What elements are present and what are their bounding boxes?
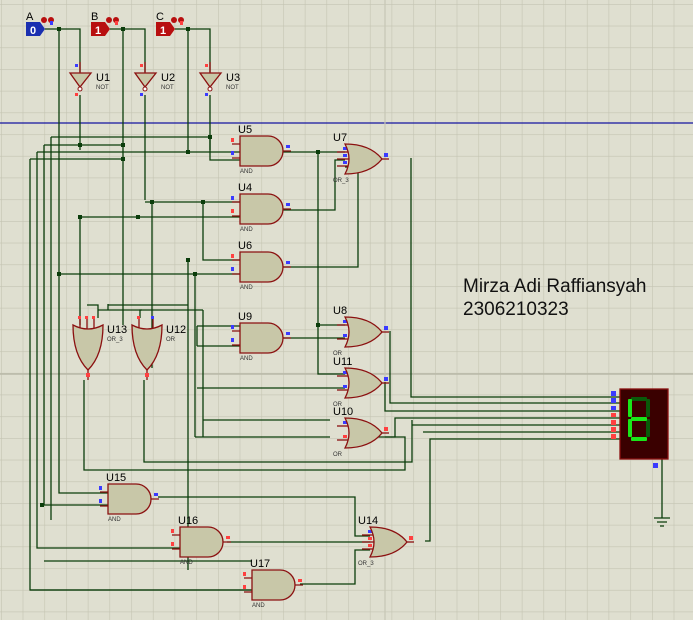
svg-text:U8: U8 [333, 305, 347, 317]
svg-text:U5: U5 [238, 124, 252, 136]
svg-text:NOT: NOT [161, 85, 174, 91]
svg-text:AND: AND [180, 560, 193, 566]
svg-text:U12: U12 [166, 324, 186, 336]
author-id: 2306210323 [463, 299, 569, 320]
svg-text:U2: U2 [161, 72, 175, 84]
svg-text:U6: U6 [238, 240, 252, 252]
svg-text:B: B [91, 11, 98, 23]
svg-text:OR_3: OR_3 [107, 337, 123, 343]
svg-text:U3: U3 [226, 72, 240, 84]
segment-f [628, 399, 632, 417]
seven-segment-display [611, 388, 669, 468]
svg-text:OR_3: OR_3 [358, 561, 374, 567]
svg-text:U17: U17 [250, 558, 270, 570]
segment-a [631, 397, 647, 401]
segment-c [646, 419, 650, 437]
svg-text:OR: OR [166, 337, 176, 343]
svg-text:AND: AND [252, 603, 265, 609]
svg-text:C: C [156, 11, 164, 23]
segment-d [631, 437, 647, 441]
logic-state-input-a[interactable]: 0 A [26, 11, 54, 37]
segment-e [628, 419, 632, 437]
svg-text:OR: OR [333, 402, 343, 408]
segment-b [646, 399, 650, 417]
svg-text:U14: U14 [358, 515, 378, 527]
svg-text:1: 1 [95, 25, 101, 37]
svg-text:U15: U15 [106, 472, 126, 484]
svg-text:AND: AND [240, 227, 253, 233]
svg-text:AND: AND [240, 356, 253, 362]
segment-g [631, 417, 647, 421]
svg-text:OR: OR [333, 351, 343, 357]
svg-text:U16: U16 [178, 515, 198, 527]
svg-text:AND: AND [108, 517, 121, 523]
svg-text:U11: U11 [333, 356, 352, 368]
svg-text:U10: U10 [333, 406, 353, 418]
svg-text:U4: U4 [238, 182, 252, 194]
svg-text:U9: U9 [238, 311, 252, 323]
svg-text:NOT: NOT [226, 85, 239, 91]
svg-text:U1: U1 [96, 72, 110, 84]
svg-text:U13: U13 [107, 324, 127, 336]
svg-text:AND: AND [240, 169, 253, 175]
junctions [40, 27, 320, 507]
svg-text:OR_3: OR_3 [333, 178, 349, 184]
logic-state-input-b[interactable]: 1 B [91, 11, 119, 37]
svg-text:NOT: NOT [96, 85, 109, 91]
author-name: Mirza Adi Raffiansyah [463, 276, 647, 297]
svg-text:OR: OR [333, 452, 343, 458]
svg-text:U7: U7 [333, 132, 347, 144]
svg-text:0: 0 [30, 25, 36, 37]
svg-text:1: 1 [160, 25, 166, 37]
svg-text:A: A [26, 11, 34, 23]
logic-state-input-c[interactable]: 1 C [156, 11, 184, 37]
svg-text:AND: AND [240, 285, 253, 291]
author-note: Mirza Adi Raffiansyah 2306210323 [463, 275, 646, 321]
